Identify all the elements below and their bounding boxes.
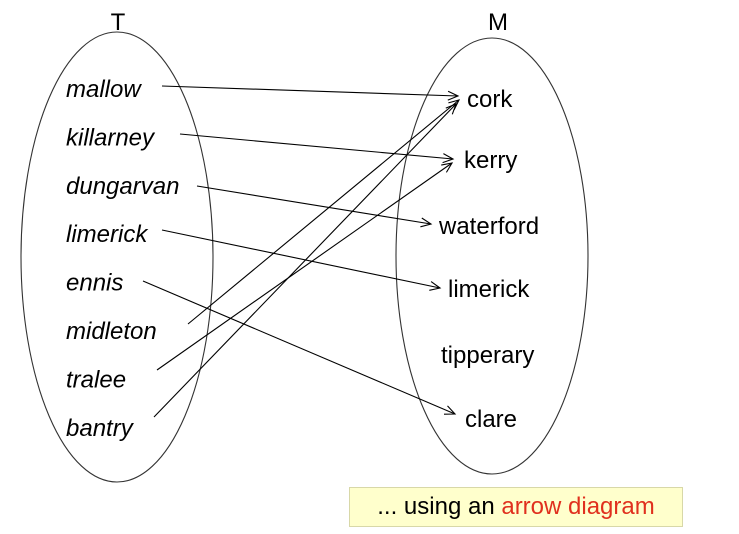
- arrow-head: [445, 103, 457, 115]
- arrow-head: [442, 153, 455, 164]
- domain-item-killarney: killarney: [66, 124, 156, 151]
- arrow-line: [161, 85, 459, 97]
- domain-item-midleton: midleton: [66, 318, 157, 345]
- domain-item-tralee: tralee: [66, 366, 126, 393]
- codomain-set-ellipse: [395, 37, 589, 475]
- arrow-bantry-to-cork: [153, 103, 457, 418]
- arrow-ennis-to-clare: [142, 280, 457, 415]
- arrow-tralee-to-kerry: [156, 162, 454, 371]
- arrows-group: [142, 85, 461, 418]
- domain-set-ellipse: [20, 31, 214, 483]
- codomain-item-tipperary: tipperary: [441, 342, 534, 369]
- arrow-line: [187, 99, 460, 325]
- arrow-head: [448, 99, 461, 111]
- codomain-labels-group: cork kerry waterford limerick tipperary clare: [438, 86, 539, 433]
- arrow-head: [429, 281, 442, 291]
- domain-labels-group: mallow killarney dungarvan limerick ennis mid…: [66, 76, 179, 442]
- caption-box: ... using an arrow diagram: [349, 487, 683, 527]
- arrow-head: [441, 162, 454, 173]
- domain-item-ennis: ennis: [66, 270, 123, 297]
- arrow-head: [443, 405, 457, 415]
- caption-prefix: ... using an: [377, 493, 495, 520]
- caption-highlight: arrow diagram: [501, 493, 655, 520]
- domain-item-limerick: limerick: [66, 221, 149, 248]
- arrow-limerick-to-limerick: [161, 229, 442, 291]
- codomain-item-kerry: kerry: [464, 147, 517, 174]
- arrow-head: [420, 217, 433, 228]
- arrow-line: [179, 133, 454, 160]
- arrow-mallow-to-cork: [161, 85, 460, 101]
- arrow-dungarvan-to-waterford: [196, 185, 433, 228]
- arrow-line: [161, 229, 441, 289]
- domain-item-mallow: mallow: [66, 76, 142, 103]
- domain-set-title: T: [111, 9, 126, 36]
- arrow-line: [156, 162, 453, 371]
- codomain-item-waterford: waterford: [438, 213, 539, 240]
- codomain-set-title: M: [488, 9, 508, 36]
- domain-item-dungarvan: dungarvan: [66, 173, 179, 200]
- arrow-line: [153, 103, 457, 418]
- codomain-item-limerick: limerick: [448, 276, 530, 303]
- codomain-item-cork: cork: [467, 86, 513, 113]
- domain-item-bantry: bantry: [66, 415, 135, 442]
- arrow-head: [447, 90, 460, 101]
- arrow-line: [142, 280, 456, 415]
- arrow-midleton-to-cork: [187, 99, 461, 325]
- codomain-item-clare: clare: [465, 406, 517, 433]
- arrow-line: [196, 185, 432, 225]
